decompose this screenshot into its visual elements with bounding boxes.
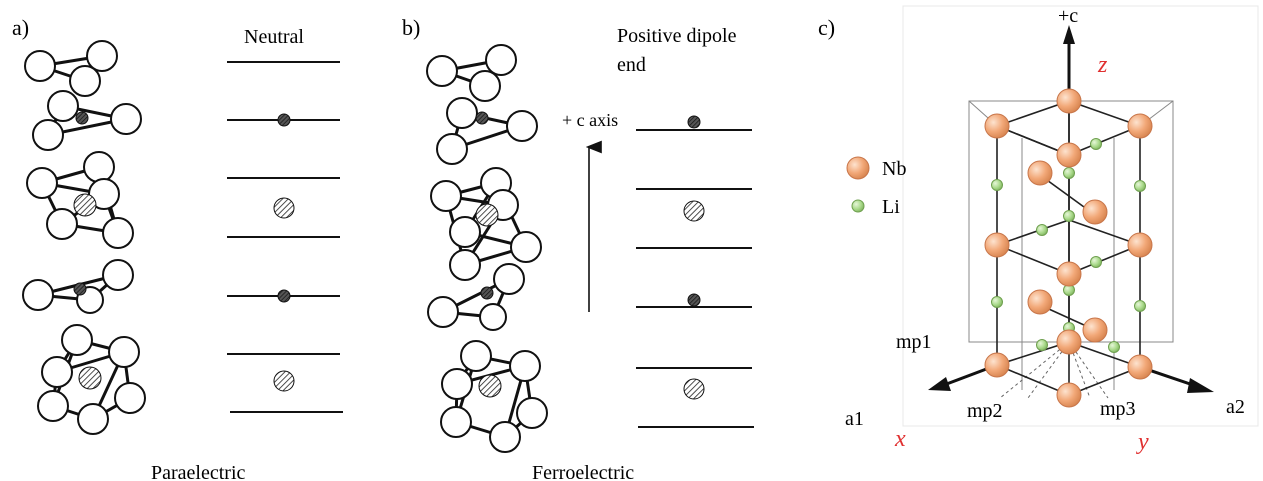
panel-b-cations <box>475 111 502 398</box>
plus-c-label: +c <box>1058 5 1078 27</box>
panel-b-header-line2: end <box>617 54 646 76</box>
y-axis-label: y <box>1136 429 1149 455</box>
a1-label: a1 <box>845 408 864 430</box>
panel-b-label: b) <box>402 15 420 40</box>
li-atoms <box>991 138 1146 353</box>
panel-b-plane-cations <box>683 115 705 400</box>
legend-li-swatch <box>851 199 865 213</box>
panel-a-plane-cations <box>273 113 295 392</box>
nb-atoms <box>984 88 1153 408</box>
panel-a-oxygen-atoms <box>22 40 146 435</box>
panel-b: b) Positive dipole end <box>402 15 754 481</box>
panel-a: a) Neutral <box>12 15 343 481</box>
c-axis-label: + c axis <box>562 110 618 130</box>
panel-b-header-line1: Positive dipole <box>617 25 737 47</box>
panel-a-cations <box>73 111 102 390</box>
mp3-label: mp3 <box>1100 398 1136 420</box>
mp1-label: mp1 <box>896 331 932 353</box>
panel-a-caption: Paraelectric <box>151 462 245 481</box>
x-axis-label: x <box>894 426 906 452</box>
a2-label: a2 <box>1226 396 1245 418</box>
panel-b-planes <box>636 129 754 428</box>
mp2-label: mp2 <box>967 400 1003 422</box>
legend-li-label: Li <box>882 196 900 218</box>
z-axis-label: z <box>1097 52 1108 78</box>
legend-nb-label: Nb <box>882 158 906 180</box>
panel-c-label: c) <box>818 15 835 40</box>
panel-a-label: a) <box>12 15 29 40</box>
panel-b-caption: Ferroelectric <box>532 462 634 481</box>
legend-nb-swatch <box>846 156 870 180</box>
panel-a-header: Neutral <box>244 26 304 48</box>
panel-a-planes <box>227 61 343 413</box>
panel-b-oxygen-atoms <box>426 44 548 453</box>
panel-c: c) +c z x y a1 a2 mp1 mp2 mp3 <box>818 5 1259 455</box>
legend: Nb Li <box>846 156 906 218</box>
